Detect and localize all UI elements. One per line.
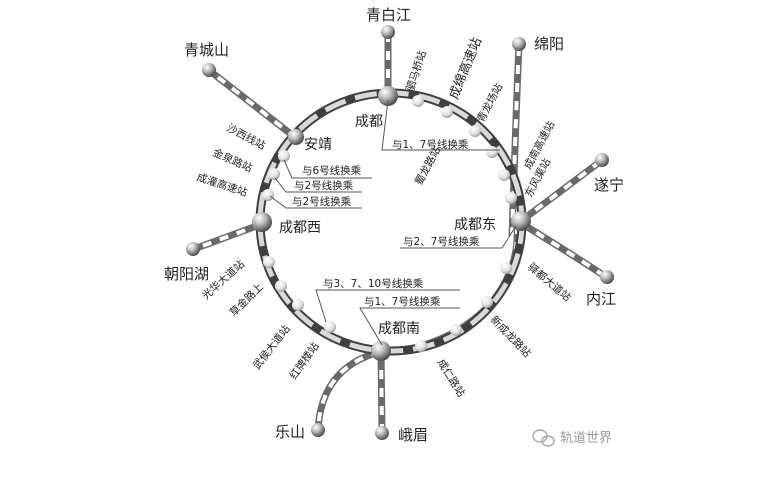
terminal-label-mianyang: 绵阳 bbox=[534, 35, 564, 53]
hub-ball-chengdunan bbox=[371, 341, 391, 361]
hub-ball-chengdudong bbox=[511, 211, 531, 231]
terminal-ball-chaoyanghu bbox=[186, 242, 200, 256]
hub-ball-anjing bbox=[288, 129, 304, 145]
terminal-ball-leshan bbox=[311, 423, 325, 437]
terminal-label-qingchengshan: 青城山 bbox=[184, 41, 229, 59]
hub-ball-chengduxi bbox=[252, 212, 272, 232]
station-ball bbox=[292, 299, 304, 311]
station-label-qinglongchang: 青龙场站 bbox=[474, 81, 505, 125]
terminal-label-suining: 遂宁 bbox=[594, 176, 624, 194]
terminal-label-emei: 峨眉 bbox=[398, 426, 428, 444]
wechat-icon bbox=[532, 429, 555, 447]
station-label-simaqiao: 驷马桥站 bbox=[403, 48, 428, 92]
station-label-jinquanlu: 金泉路站 bbox=[211, 146, 255, 175]
transfer-note-chengdunan-b: 与1、7号线换乘 bbox=[364, 295, 441, 308]
station-ball bbox=[263, 256, 275, 268]
station-ball bbox=[486, 146, 498, 158]
station-ball bbox=[268, 168, 280, 180]
station-ball bbox=[481, 296, 493, 308]
terminal-label-qingbaijiang: 青白江 bbox=[366, 6, 411, 24]
station-label-hongpailou: 红牌楼站 bbox=[287, 339, 322, 381]
transfer-note-anjing-6: 与6号线换乘 bbox=[302, 164, 362, 177]
station-label-shaxixian: 沙西线站 bbox=[225, 121, 269, 152]
station-ball bbox=[505, 192, 517, 204]
station-ball bbox=[500, 262, 512, 274]
hub-label-chengdu: 成都 bbox=[355, 114, 383, 130]
terminal-ball-neijiang bbox=[600, 270, 614, 284]
terminal-ball-mianyang bbox=[512, 37, 526, 51]
transfer-note-chengdu: 与1、7号线换乘 bbox=[392, 138, 469, 151]
hub-label-chengduxi: 成都西 bbox=[279, 220, 321, 236]
station-label-chengguan-gaosu: 成灌高速站 bbox=[195, 170, 249, 199]
station-label-shuangcheng-lu: 成仁路站 bbox=[434, 357, 468, 400]
station-label-yidu-dadao: 驿都大道站 bbox=[525, 260, 574, 304]
hub-label-anjing: 安靖 bbox=[304, 137, 332, 153]
station-ball bbox=[450, 324, 462, 336]
station-label-wuhou-dadao: 武侯大道站 bbox=[250, 322, 293, 372]
station-label-caojinlu: 草金路上 bbox=[227, 280, 266, 319]
hub-ball-chengdu bbox=[378, 86, 398, 106]
terminal-label-neijiang: 内江 bbox=[586, 290, 616, 308]
station-ball bbox=[278, 150, 290, 162]
station-ball bbox=[498, 169, 510, 181]
terminal-ball-qingbaijiang bbox=[381, 25, 395, 39]
watermark-text: 轨道世界 bbox=[560, 431, 612, 446]
station-ball bbox=[275, 280, 287, 292]
watermark: 轨道世界 bbox=[532, 429, 612, 447]
terminal-ball-emei bbox=[375, 426, 389, 440]
terminal-labels: 青白江 绵阳 青城山 遂宁 朝阳湖 内江 乐山 峨眉 bbox=[164, 6, 624, 444]
transfer-note-anjing-2a: 与2号线换乘 bbox=[294, 179, 354, 192]
station-ball bbox=[415, 340, 427, 352]
transfer-note-chengdunan-a: 与3、7、10号线换乘 bbox=[323, 277, 424, 290]
station-ball bbox=[441, 106, 453, 118]
hub-label-chengdudong: 成都东 bbox=[454, 217, 496, 233]
terminal-nodes bbox=[186, 25, 614, 440]
station-ball bbox=[324, 321, 336, 333]
transfer-note-anjing-2b: 与2号线换乘 bbox=[292, 195, 352, 208]
station-ball bbox=[262, 189, 274, 201]
transfer-leaders bbox=[269, 99, 517, 346]
hub-labels: 成都 安靖 成都西 成都东 成都南 bbox=[279, 114, 496, 337]
transfer-notes: 与1、7号线换乘 与6号线换乘 与2号线换乘 与2号线换乘 与2、7号线换乘 与… bbox=[292, 138, 480, 308]
station-label-chengmian-gaosu: 成绵高速站 bbox=[446, 35, 485, 101]
terminal-label-leshan: 乐山 bbox=[275, 423, 305, 441]
station-label-xinchenglong-lu: 新成龙路站 bbox=[488, 313, 534, 360]
terminal-ball-suining bbox=[595, 153, 609, 167]
station-ball bbox=[469, 125, 481, 137]
hub-label-chengdunan: 成都南 bbox=[378, 321, 420, 337]
terminal-label-chaoyanghu: 朝阳湖 bbox=[164, 265, 209, 283]
terminal-ball-qingchengshan bbox=[202, 63, 216, 77]
transfer-note-chengdudong: 与2、7号线换乘 bbox=[403, 235, 480, 248]
station-nodes bbox=[262, 95, 517, 352]
station-ball bbox=[412, 95, 424, 107]
